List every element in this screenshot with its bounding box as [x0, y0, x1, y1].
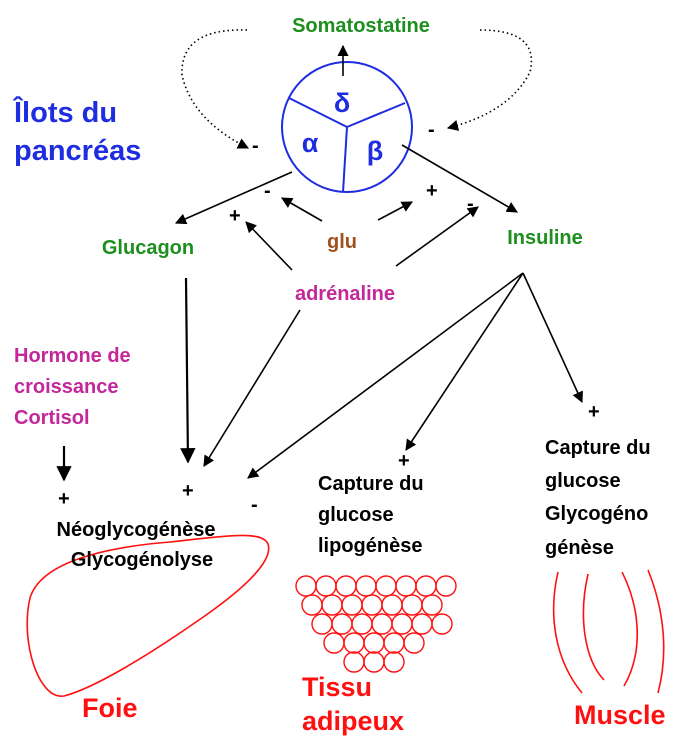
muscle-fiber-2 — [583, 574, 604, 680]
muscle-label: Muscle — [574, 700, 666, 730]
glu-beta-plus: + — [426, 180, 438, 202]
glu-to-beta-arrow — [378, 202, 412, 220]
muscle-fiber-4 — [648, 570, 664, 693]
adipocyte — [296, 576, 316, 596]
pancreatic-islet: δ α β — [282, 62, 412, 192]
gh-cortisol-liver-plus: + — [58, 488, 70, 510]
adipocyte — [376, 576, 396, 596]
adipocyte — [322, 595, 342, 615]
glu-to-alpha-arrow — [282, 198, 322, 221]
adipose-process-line3: lipogénèse — [318, 535, 422, 557]
somatostatine-beta-minus: - — [428, 119, 435, 141]
glucagon-to-liver-arrow — [186, 278, 188, 462]
muscle-process-line2: glucose — [545, 470, 621, 492]
adipocyte — [352, 614, 372, 634]
insuline-adipose-plus: + — [398, 450, 410, 472]
delta-cell-label: δ — [334, 88, 350, 118]
muscle-process-line3: Glycogéno — [545, 503, 648, 525]
muscle-fiber-3 — [622, 572, 637, 686]
muscle-process-line4: génèse — [545, 537, 614, 559]
islets-title-line2: pancréas — [14, 135, 141, 167]
adipose-label-line2: adipeux — [302, 706, 404, 736]
liver-process-line1: Néoglycogénèse — [57, 519, 216, 541]
glucagon-adrenaline-liver-plus: + — [182, 480, 194, 502]
islets-title-line1: Îlots du — [12, 95, 117, 129]
adipocyte — [344, 633, 364, 653]
somatostatine-to-alpha-dotted-arrow — [182, 30, 248, 148]
adipocyte — [402, 595, 422, 615]
cortisol-label: Cortisol — [14, 407, 90, 429]
adipocyte — [432, 614, 452, 634]
adrenaline-alpha-plus: + — [229, 205, 241, 227]
islet-divider-bottom — [343, 127, 347, 192]
adipocyte — [312, 614, 332, 634]
adipocyte — [384, 633, 404, 653]
muscle-fibers — [554, 570, 664, 693]
muscle-process-line1: Capture du — [545, 437, 651, 459]
adipocyte — [362, 595, 382, 615]
adipocyte — [364, 652, 384, 672]
adipocyte — [422, 595, 442, 615]
adipocyte — [302, 595, 322, 615]
beta-cell-label: β — [367, 136, 383, 166]
insuline-liver-minus: - — [251, 494, 258, 516]
glucagon-label: Glucagon — [102, 237, 194, 259]
adrenaline-to-beta-arrow — [396, 207, 478, 266]
adipocyte-cluster — [296, 576, 456, 672]
adipose-label-line1: Tissu — [302, 672, 372, 702]
insuline-label: Insuline — [507, 227, 583, 249]
adipocyte — [344, 652, 364, 672]
adipocyte — [364, 633, 384, 653]
adrenaline-to-liver-arrow — [204, 310, 300, 466]
adipose-process-line1: Capture du — [318, 473, 424, 495]
adipocyte — [392, 614, 412, 634]
adipocyte — [396, 576, 416, 596]
adipocyte — [412, 614, 432, 634]
adipocyte — [436, 576, 456, 596]
adipocyte — [404, 633, 424, 653]
adipocyte — [324, 633, 344, 653]
adipocyte — [356, 576, 376, 596]
adrenaline-to-alpha-arrow — [246, 222, 292, 270]
alpha-cell-label: α — [302, 128, 319, 158]
islet-divider-right — [347, 103, 405, 127]
adipocyte — [372, 614, 392, 634]
adrenaline-label: adrénaline — [295, 283, 395, 305]
glucose-label: glu — [327, 231, 357, 253]
somatostatine-to-beta-dotted-arrow — [448, 30, 531, 128]
liver-process-line2: Glycogénolyse — [71, 549, 213, 571]
beta-to-insuline-arrow — [402, 145, 517, 212]
adipocyte — [382, 595, 402, 615]
adipocyte — [342, 595, 362, 615]
growth-hormone-line1: Hormone de — [14, 345, 131, 367]
liver-label: Foie — [82, 693, 138, 723]
adipocyte — [384, 652, 404, 672]
insuline-muscle-plus: + — [588, 401, 600, 423]
adipose-process-line2: glucose — [318, 504, 394, 526]
adipocyte — [336, 576, 356, 596]
muscle-fiber-1 — [554, 572, 582, 693]
somatostatine-alpha-minus: - — [252, 135, 259, 157]
adipocyte — [416, 576, 436, 596]
adrenaline-beta-minus: - — [467, 193, 474, 215]
insuline-to-adipose-arrow — [406, 273, 523, 450]
adipocyte — [332, 614, 352, 634]
somatostatine-label: Somatostatine — [292, 15, 430, 37]
glu-alpha-minus: - — [264, 180, 271, 202]
growth-hormone-line2: croissance — [14, 376, 119, 398]
adipocyte — [316, 576, 336, 596]
insuline-to-muscle-arrow — [523, 273, 582, 402]
